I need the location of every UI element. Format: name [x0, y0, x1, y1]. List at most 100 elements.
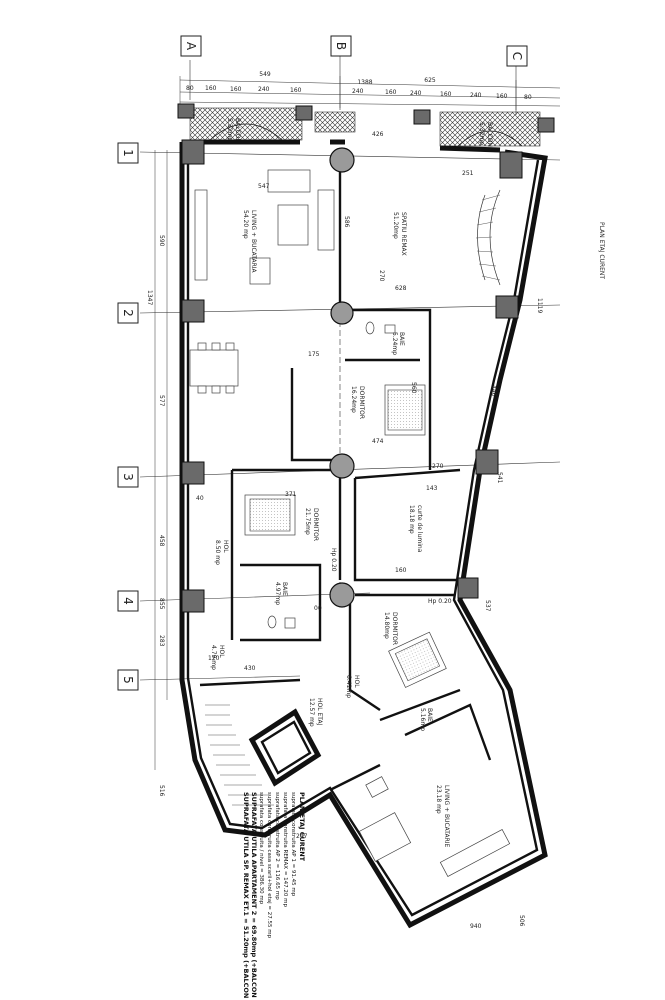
svg-text:14.80mp: 14.80mp: [383, 612, 390, 639]
svg-text:LIVING + BUCATARIE: LIVING + BUCATARIE: [443, 785, 450, 848]
area-legend: PLAN ETAJ CURENT suprafata construita AP…: [242, 792, 306, 1000]
svg-text:240: 240: [352, 88, 364, 95]
svg-text:BALCON: BALCON: [486, 122, 493, 147]
svg-text:270: 270: [378, 270, 385, 282]
columns: [177, 103, 555, 613]
axis-number-4: 4: [117, 590, 139, 612]
svg-text:506: 506: [518, 915, 525, 927]
svg-text:51.20mp: 51.20mp: [392, 212, 399, 239]
svg-text:Hp 0.20: Hp 0.20: [330, 548, 337, 572]
legend-line: suprafata construita REMAX = 147.20 mp: [282, 792, 288, 908]
svg-text:1388: 1388: [357, 79, 372, 86]
svg-text:547: 547: [258, 183, 270, 190]
svg-text:586: 586: [343, 216, 350, 228]
svg-text:BAIE: BAIE: [426, 708, 433, 722]
room-hol-etaj: HOL ETAJ 12.57 mp: [308, 698, 323, 727]
svg-text:516: 516: [158, 785, 165, 797]
svg-text:SPATIU REMAX: SPATIU REMAX: [400, 212, 407, 256]
svg-text:C: C: [510, 52, 524, 60]
svg-text:Hp 0.20: Hp 0.20: [428, 598, 452, 605]
svg-text:12.57 mp: 12.57 mp: [308, 698, 315, 727]
legend-title: PLAN ETAJ CURENT: [298, 792, 306, 862]
room-baie-1: BAIE 5.24mp: [391, 332, 405, 355]
svg-text:625: 625: [424, 77, 436, 84]
svg-text:curte de lumina: curte de lumina: [416, 505, 423, 553]
svg-text:DORMITOR: DORMITOR: [391, 612, 398, 645]
axis-number-1: 1: [117, 142, 139, 164]
svg-text:160: 160: [496, 93, 508, 100]
svg-text:1: 1: [121, 149, 135, 157]
svg-text:80: 80: [524, 94, 532, 101]
room-dormitor-3: DORMITOR 14.80mp: [383, 612, 398, 645]
legend-line: suprafata construita AP 2 = 116.65 mp: [274, 792, 280, 900]
svg-text:251: 251: [462, 170, 474, 177]
svg-text:6.41mp: 6.41mp: [345, 675, 352, 698]
svg-text:855: 855: [158, 598, 165, 610]
svg-text:5.32mp: 5.32mp: [478, 122, 485, 145]
svg-text:HOL: HOL: [222, 540, 229, 553]
svg-text:240: 240: [470, 92, 482, 99]
inner-dimensions: 547 628 175 474 371 143 270 160 00 430 H…: [196, 183, 543, 930]
axis-letter-b: B: [330, 35, 352, 57]
svg-text:5.24mp: 5.24mp: [391, 332, 398, 355]
furniture: [189, 169, 511, 877]
svg-text:1119: 1119: [536, 298, 543, 313]
room-baie-2: BAIE 4.97mp: [274, 582, 288, 605]
balcony-middle: [314, 111, 356, 133]
svg-text:430: 430: [244, 665, 256, 672]
svg-text:1347: 1347: [146, 290, 153, 305]
room-spatiu-remax: SPATIU REMAX 51.20mp: [392, 212, 407, 256]
svg-text:628: 628: [395, 285, 407, 292]
left-dimensions: 590 1347 577 458 855 283 516: [146, 150, 168, 797]
room-hol-1: HOL 8.50 mp: [214, 540, 229, 565]
svg-text:16.24mp: 16.24mp: [350, 386, 357, 413]
outer-walls: [179, 139, 548, 929]
svg-text:160: 160: [440, 91, 452, 98]
svg-text:283: 283: [158, 635, 165, 647]
axis-number-5: 5: [117, 669, 139, 691]
svg-text:940: 940: [470, 923, 482, 930]
svg-text:590: 590: [158, 235, 165, 247]
legend-line: suprafata construita casa scarii+hol eta…: [266, 792, 272, 939]
svg-text:160: 160: [290, 87, 302, 94]
svg-text:160: 160: [230, 86, 242, 93]
axis-number-2: 2: [117, 302, 139, 324]
svg-text:240: 240: [258, 86, 270, 93]
svg-text:BAIE: BAIE: [398, 332, 405, 346]
svg-text:DORMITOR: DORMITOR: [312, 508, 319, 541]
legend-line: SUPRAFATA UTILA SP. REMAX ET.1 = 51.20mp…: [242, 792, 250, 1000]
svg-text:549: 549: [259, 71, 271, 78]
axis-letter-a: A: [180, 35, 202, 57]
room-baie-3: BAIE 5.16mp: [419, 708, 433, 731]
svg-text:23.18 mp: 23.18 mp: [435, 785, 442, 814]
svg-text:BALCON: BALCON: [234, 118, 241, 143]
svg-text:4.97mp: 4.97mp: [274, 582, 281, 605]
svg-text:HOL ETAJ: HOL ETAJ: [316, 698, 323, 726]
svg-text:240: 240: [410, 90, 422, 97]
room-curte-de-lumina: curte de lumina 18.18 mp: [408, 505, 423, 553]
svg-text:54.20 mp: 54.20 mp: [242, 210, 249, 239]
svg-text:00: 00: [314, 605, 322, 612]
svg-text:426: 426: [372, 131, 384, 138]
svg-text:175: 175: [308, 351, 320, 358]
svg-text:143: 143: [426, 485, 438, 492]
svg-text:DORMITOR: DORMITOR: [358, 386, 365, 419]
svg-text:270: 270: [432, 463, 444, 470]
svg-text:160: 160: [205, 85, 217, 92]
svg-text:HOL: HOL: [353, 675, 360, 688]
svg-text:577: 577: [158, 395, 165, 407]
room-hol-3: HOL 6.41mp: [345, 675, 360, 698]
legend-line: suprafata construita AP 1 = 91.45 mp: [290, 792, 296, 897]
svg-text:5.32mp: 5.32mp: [226, 118, 233, 141]
svg-text:4: 4: [121, 597, 135, 605]
room-hol-2: HOL 4.79 mp: [210, 645, 225, 670]
svg-text:446: 446: [490, 385, 497, 397]
svg-text:3: 3: [121, 473, 135, 481]
svg-text:120: 120: [208, 655, 220, 662]
svg-text:474: 474: [372, 438, 384, 445]
svg-text:HOL: HOL: [218, 645, 225, 658]
svg-text:560: 560: [410, 382, 417, 394]
room-dormitor-2: DORMITOR 21.75mp: [304, 508, 319, 541]
svg-text:A: A: [184, 42, 198, 51]
